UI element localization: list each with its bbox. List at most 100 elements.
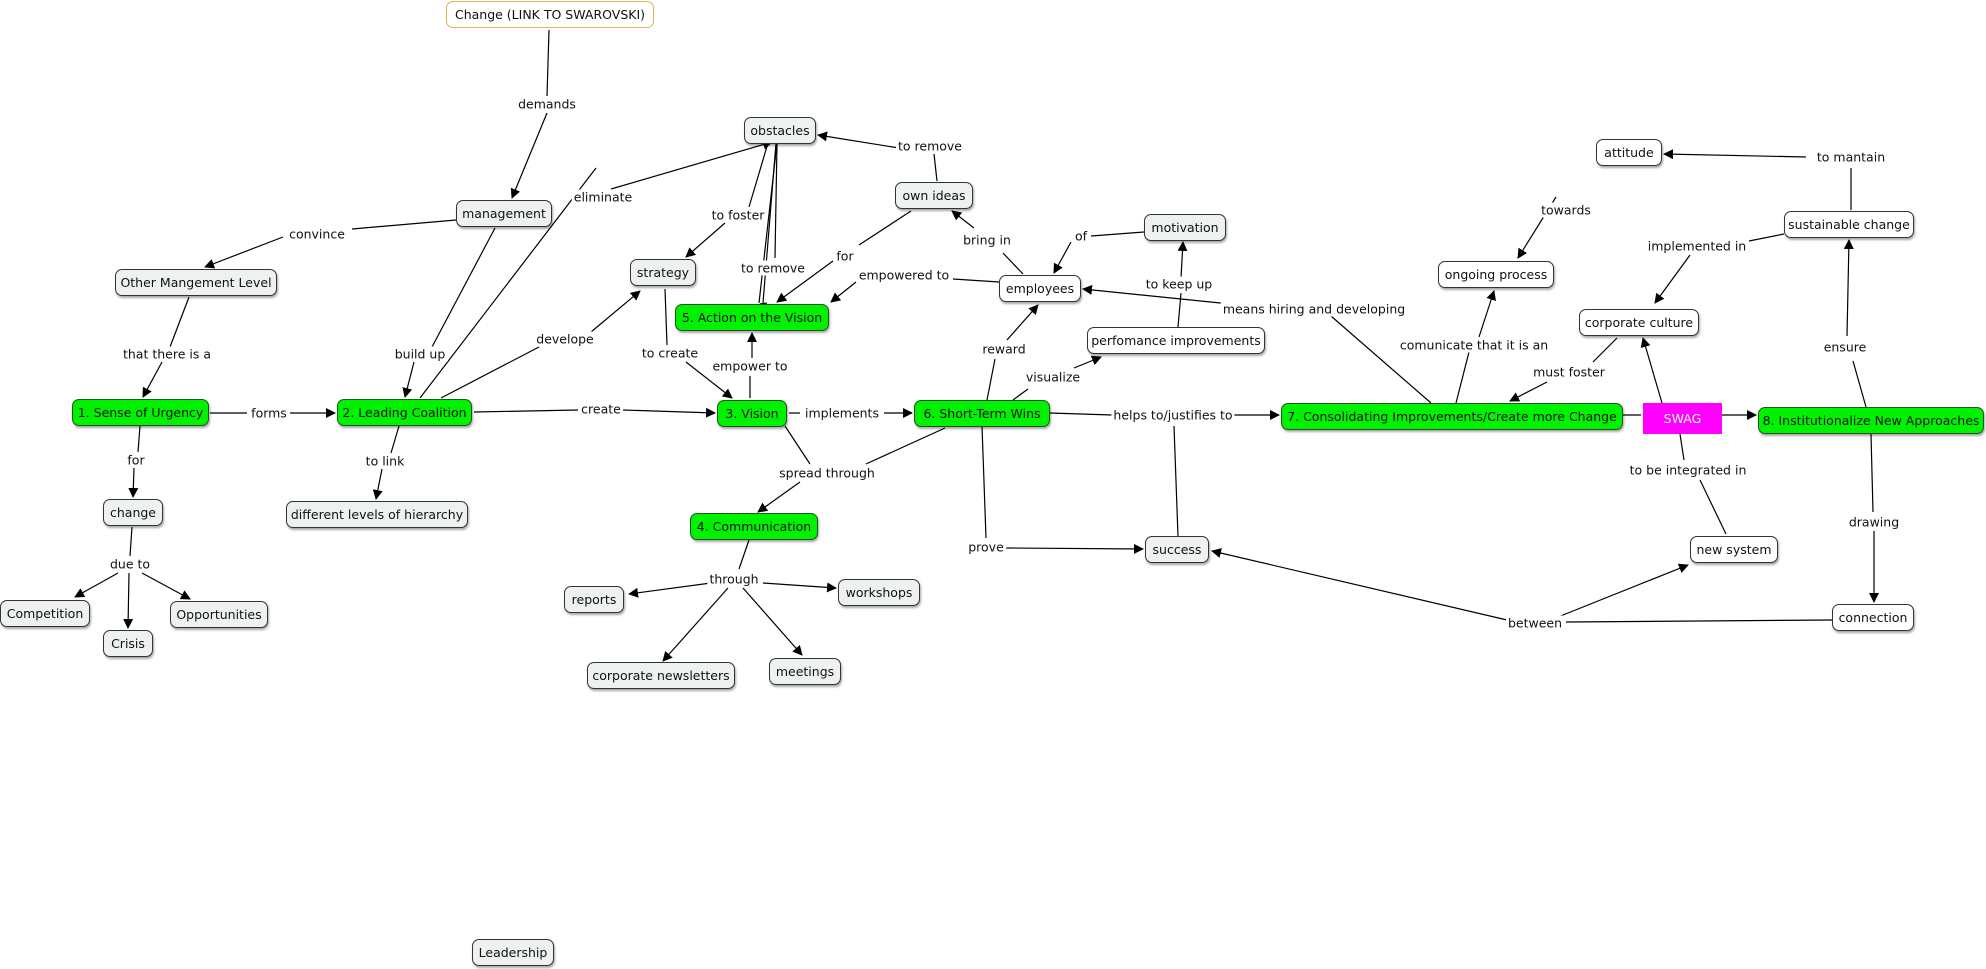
- concept-performance-improvements[interactable]: perfomance improvements: [1087, 327, 1265, 354]
- concept-competition[interactable]: Competition: [0, 600, 90, 627]
- stage-8-institutionalize-new-approaches[interactable]: 8. Institutionalize New Approaches: [1758, 407, 1984, 434]
- link-that-there-is-a[interactable]: that there is a: [120, 346, 214, 362]
- arrow-connector: [830, 281, 857, 303]
- concept-new-system[interactable]: new system: [1690, 536, 1778, 563]
- concept-attitude[interactable]: attitude: [1596, 139, 1662, 166]
- link-spread-through[interactable]: spread through: [777, 465, 877, 481]
- connector-line: [952, 278, 1000, 283]
- link-to-create[interactable]: to create: [639, 345, 701, 361]
- concept-change[interactable]: change: [103, 499, 163, 526]
- connector-line: [664, 288, 668, 346]
- link-for-change[interactable]: for: [125, 452, 147, 468]
- concept-workshops[interactable]: workshops: [838, 579, 920, 606]
- link-to-remove-action[interactable]: to remove: [739, 260, 807, 276]
- link-forms[interactable]: forms: [249, 405, 289, 421]
- link-reward[interactable]: reward: [980, 341, 1028, 357]
- connector-line: [431, 227, 496, 348]
- link-means-hiring-and-developing[interactable]: means hiring and developing: [1220, 301, 1408, 317]
- link-to-foster[interactable]: to foster: [709, 207, 767, 223]
- link-ensure[interactable]: ensure: [1821, 339, 1869, 355]
- link-to-be-integrated-in[interactable]: to be integrated in: [1627, 462, 1749, 478]
- concept-crisis[interactable]: Crisis: [103, 630, 153, 657]
- link-develope[interactable]: develope: [534, 331, 596, 347]
- stage-4-communication[interactable]: 4. Communication: [690, 513, 818, 540]
- concept-meetings[interactable]: meetings: [769, 658, 841, 685]
- stage-7-consolidating-improvements[interactable]: 7. Consolidating Improvements/Create mor…: [1281, 403, 1623, 430]
- concept-motivation[interactable]: motivation: [1144, 214, 1226, 241]
- concept-sustainable-change[interactable]: sustainable change: [1784, 211, 1914, 238]
- connector-line: [1012, 388, 1029, 401]
- concept-change-link[interactable]: Change (LINK TO SWAROVSKI): [446, 1, 654, 28]
- arrow-connector: [776, 260, 834, 303]
- link-of[interactable]: of: [1072, 228, 1090, 244]
- arrow-connector: [762, 582, 837, 593]
- concept-management[interactable]: management: [456, 200, 552, 227]
- link-through[interactable]: through: [707, 571, 761, 587]
- link-visualize[interactable]: visualize: [1023, 369, 1083, 385]
- link-prove[interactable]: prove: [966, 539, 1006, 555]
- link-to-mantain[interactable]: to mantain: [1814, 149, 1888, 165]
- link-bring-in[interactable]: bring in: [961, 232, 1013, 248]
- arrow-connector: [1663, 149, 1807, 160]
- link-between[interactable]: between: [1505, 615, 1565, 631]
- connector-line: [169, 296, 190, 348]
- link-empowered-to[interactable]: empowered to: [856, 267, 952, 283]
- link-to-remove-own-ideas[interactable]: to remove: [896, 138, 964, 154]
- link-to-link[interactable]: to link: [363, 453, 407, 469]
- concept-reports[interactable]: reports: [564, 586, 624, 613]
- connector-line: [758, 142, 778, 304]
- link-for-action[interactable]: for: [834, 248, 856, 264]
- link-towards[interactable]: towards: [1539, 202, 1593, 218]
- stage-3-vision[interactable]: 3. Vision: [717, 400, 787, 427]
- concept-corporate-newsletters[interactable]: corporate newsletters: [587, 662, 735, 689]
- arrow-connector: [628, 582, 712, 598]
- arrow-connector: [610, 139, 773, 190]
- link-implements[interactable]: implements: [803, 405, 881, 421]
- link-to-keep-up[interactable]: to keep up: [1143, 276, 1215, 292]
- concept-employees[interactable]: employees: [999, 275, 1081, 302]
- concept-corporate-culture[interactable]: corporate culture: [1579, 309, 1699, 336]
- link-demands[interactable]: demands: [516, 96, 578, 112]
- link-helps-to-justifies-to[interactable]: helps to/justifies to: [1111, 407, 1235, 423]
- connector-line: [1870, 433, 1874, 513]
- stage-1-sense-of-urgency[interactable]: 1. Sense of Urgency: [72, 399, 209, 426]
- arrow-connector: [372, 468, 383, 500]
- concept-swag[interactable]: SWAG: [1643, 403, 1722, 434]
- arrow-connector: [510, 112, 548, 199]
- concept-other-management-level[interactable]: Other Mangement Level: [115, 269, 277, 296]
- concept-obstacles[interactable]: obstacles: [744, 117, 816, 144]
- concept-different-levels-of-hierarchy[interactable]: different levels of hierarchy: [286, 501, 468, 528]
- arrow-connector: [1509, 381, 1548, 402]
- connector-line: [390, 425, 400, 454]
- concept-opportunities[interactable]: Opportunities: [170, 601, 268, 628]
- link-convince[interactable]: convince: [287, 226, 347, 242]
- concept-leadership[interactable]: Leadership: [472, 939, 554, 966]
- connector-line: [546, 29, 550, 97]
- arrow-connector: [1557, 563, 1689, 618]
- link-create[interactable]: create: [579, 401, 623, 417]
- connector-line: [419, 167, 597, 399]
- connector-line: [1173, 425, 1179, 537]
- connector-line: [986, 358, 996, 401]
- arrow-connector: [128, 467, 139, 498]
- concept-connection[interactable]: connection: [1832, 604, 1914, 631]
- stage-6-short-term-wins[interactable]: 6. Short-Term Wins: [914, 400, 1050, 427]
- link-comunicate-that-it-is-an[interactable]: comunicate that it is an: [1397, 337, 1551, 353]
- stage-2-leading-coalition[interactable]: 2. Leading Coalition: [337, 399, 472, 426]
- connector-line: [738, 539, 750, 570]
- link-must-foster[interactable]: must foster: [1531, 364, 1607, 380]
- concept-strategy[interactable]: strategy: [630, 259, 696, 286]
- link-due-to[interactable]: due to: [107, 556, 153, 572]
- concept-own-ideas[interactable]: own ideas: [895, 182, 973, 209]
- stage-5-action-on-the-vision[interactable]: 5. Action on the Vision: [675, 304, 829, 331]
- concept-success[interactable]: success: [1145, 536, 1209, 563]
- connector-line: [865, 427, 946, 465]
- concept-ongoing-process[interactable]: ongoing process: [1438, 261, 1554, 288]
- link-eliminate[interactable]: eliminate: [571, 189, 635, 205]
- link-implemented-in[interactable]: implemented in: [1645, 238, 1749, 254]
- link-build-up[interactable]: build up: [392, 346, 448, 362]
- link-empower-to[interactable]: empower to: [710, 358, 790, 374]
- connector-line: [137, 425, 141, 453]
- link-drawing[interactable]: drawing: [1846, 514, 1902, 530]
